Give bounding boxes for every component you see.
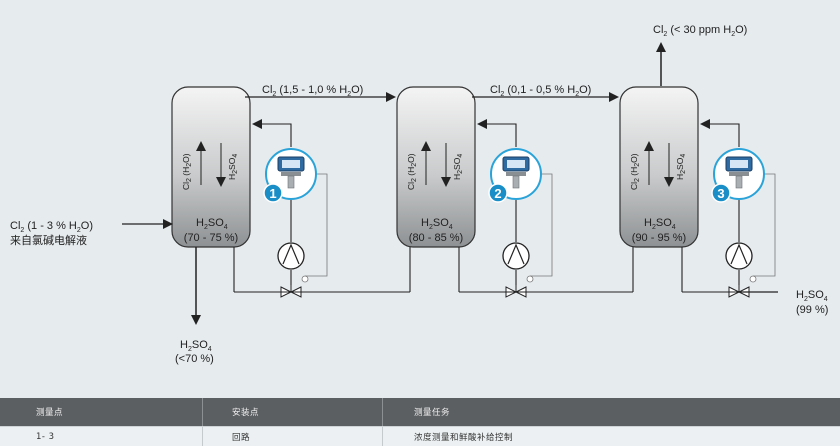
- sensor-number: 3: [717, 186, 724, 201]
- control-signal-line: [305, 173, 328, 277]
- table-row: 1- 3 回路 浓度测量和鲜酸补给控制: [0, 426, 840, 446]
- stream-2-3-label: Cl2 (0,1 - 0,5 % H2O): [490, 84, 591, 98]
- column-acid-formula: H2SO4: [644, 217, 676, 231]
- control-signal-line: [753, 173, 776, 277]
- table-header-cell: 测量点: [36, 408, 64, 418]
- outlet-left-formula: H2SO4: [180, 339, 212, 353]
- sensor-number: 2: [494, 186, 501, 201]
- inlet-source: 来自氯碱电解液: [10, 233, 87, 247]
- pump-icon: [277, 242, 305, 270]
- return-pipe: [252, 119, 292, 147]
- column-acid-range: (70 - 75 %): [184, 232, 238, 244]
- outlet-right-formula: H2SO4: [796, 289, 828, 303]
- stream-1-2-label: Cl2 (1,5 - 1,0 % H2O): [262, 84, 363, 98]
- outlet-right-range: (99 %): [796, 304, 828, 316]
- sensor-number-badge: [488, 183, 508, 203]
- table-header-cell: 安装点: [232, 408, 260, 418]
- column-vessel: [619, 86, 699, 248]
- acid-flow-label: H2SO4: [227, 154, 239, 180]
- pump-icon: [725, 242, 753, 270]
- gas-flow-label: Cl2 (H2O): [406, 153, 418, 190]
- return-pipe: [700, 119, 740, 147]
- outlet-top-label: Cl2 (< 30 ppm H2O): [653, 24, 747, 38]
- column-acid-range: (90 - 95 %): [632, 232, 686, 244]
- acid-flow-label: H2SO4: [452, 154, 464, 180]
- outlet-left-range: (<70 %): [175, 353, 214, 365]
- column-vessel: [171, 86, 251, 248]
- pump-icon: [502, 242, 530, 270]
- table-cell: 浓度测量和鲜酸补给控制: [414, 432, 514, 443]
- gas-flow-label: Cl2 (H2O): [181, 153, 193, 190]
- table-cell: 1- 3: [36, 431, 55, 442]
- table-header-cell: 测量任务: [414, 408, 451, 418]
- sensor-number: 1: [269, 186, 276, 201]
- measurement-table: 测量点 安装点 测量任务 1- 3 回路 浓度测量和鲜酸补给控制: [0, 398, 840, 446]
- column-acid-formula: H2SO4: [421, 217, 453, 231]
- column-acid-range: (80 - 85 %): [409, 232, 463, 244]
- sensor-number-badge: [263, 183, 283, 203]
- sensor-number-badge: [711, 183, 731, 203]
- inlet-label: Cl2 (1 - 3 % H2O): [10, 220, 93, 234]
- gas-flow-label: Cl2 (H2O): [629, 153, 641, 190]
- table-cell: 回路: [232, 432, 251, 443]
- return-pipe: [477, 119, 517, 147]
- acid-flow-label: H2SO4: [675, 154, 687, 180]
- column-acid-formula: H2SO4: [196, 217, 228, 231]
- table-header: 测量点 安装点 测量任务: [0, 398, 840, 426]
- column-vessel: [396, 86, 476, 248]
- control-signal-line: [530, 173, 553, 277]
